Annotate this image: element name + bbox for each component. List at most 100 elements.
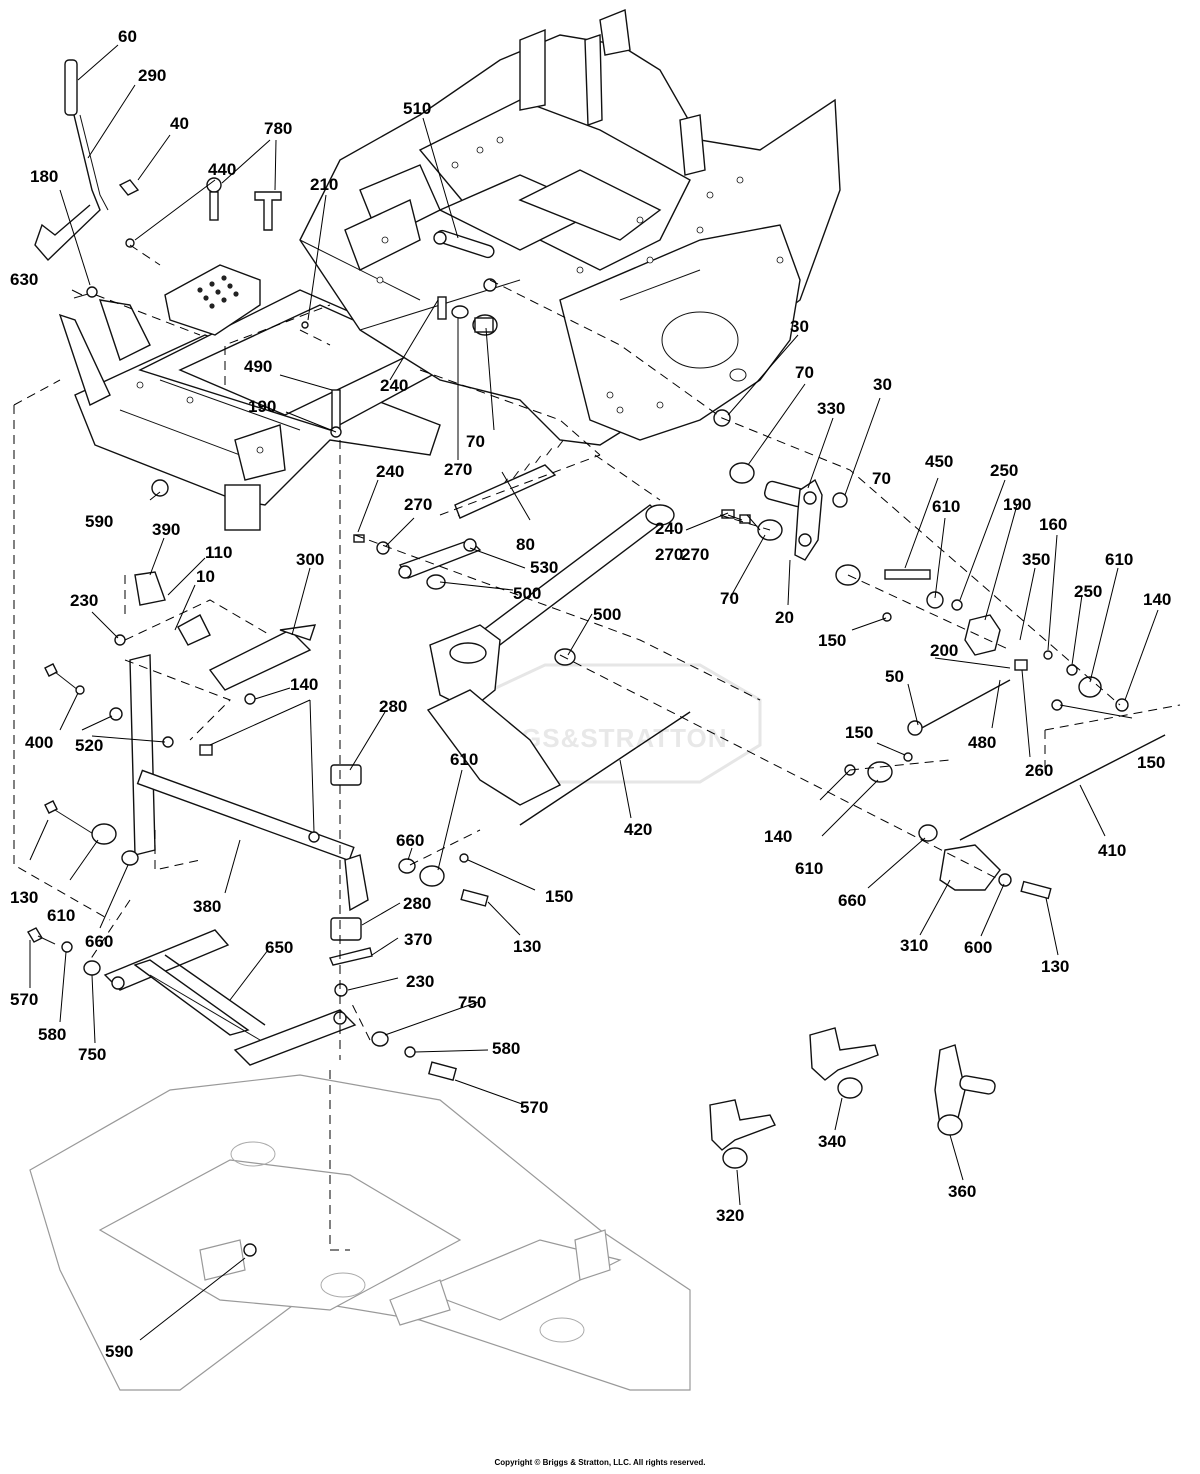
callout-280-b: 280 bbox=[403, 894, 431, 913]
callout-650: 650 bbox=[265, 938, 293, 957]
callout-30-b: 30 bbox=[873, 375, 892, 394]
callout-leaders bbox=[29, 44, 1159, 1341]
callout-490: 490 bbox=[244, 357, 272, 376]
callout-580-b: 580 bbox=[492, 1039, 520, 1058]
callout-70-b: 70 bbox=[795, 363, 814, 382]
callout-320: 320 bbox=[716, 1206, 744, 1225]
upper-fasteners bbox=[73, 177, 342, 497]
callout-130-c: 130 bbox=[513, 937, 541, 956]
callout-420: 420 bbox=[624, 820, 652, 839]
callout-210: 210 bbox=[310, 175, 338, 194]
callout-150-c: 150 bbox=[1137, 753, 1165, 772]
callout-150-b: 150 bbox=[845, 723, 873, 742]
callout-400: 400 bbox=[25, 733, 53, 752]
callout-20: 20 bbox=[775, 608, 794, 627]
callout-280: 280 bbox=[379, 697, 407, 716]
callout-260: 260 bbox=[1025, 761, 1053, 780]
spare-brackets bbox=[709, 1027, 996, 1169]
callout-610-c: 610 bbox=[450, 750, 478, 769]
callout-230: 230 bbox=[70, 591, 98, 610]
callout-570-b: 570 bbox=[520, 1098, 548, 1117]
pedal-bracket bbox=[164, 264, 261, 336]
callout-500: 500 bbox=[513, 584, 541, 603]
callout-370: 370 bbox=[404, 930, 432, 949]
callout-510: 510 bbox=[403, 99, 431, 118]
callout-600: 600 bbox=[964, 938, 992, 957]
callout-330: 330 bbox=[817, 399, 845, 418]
callout-140-c: 140 bbox=[764, 827, 792, 846]
callout-labels: 60 290 40 780 440 180 210 510 630 30 490… bbox=[10, 27, 1171, 1361]
callout-10: 10 bbox=[196, 567, 215, 586]
callout-70: 70 bbox=[466, 432, 485, 451]
callout-610-d: 610 bbox=[795, 859, 823, 878]
callout-270-c: 270 bbox=[681, 545, 709, 564]
callout-190: 190 bbox=[248, 397, 276, 416]
callout-60: 60 bbox=[118, 27, 137, 46]
callout-410: 410 bbox=[1098, 841, 1126, 860]
upper-linkage bbox=[433, 229, 498, 336]
callout-270: 270 bbox=[444, 460, 472, 479]
callout-200: 200 bbox=[930, 641, 958, 660]
callout-250: 250 bbox=[990, 461, 1018, 480]
callout-610-e: 610 bbox=[47, 906, 75, 925]
callout-190-b: 190 bbox=[1003, 495, 1031, 514]
callout-360: 360 bbox=[948, 1182, 976, 1201]
callout-630: 630 bbox=[10, 270, 38, 289]
callout-350: 350 bbox=[1022, 550, 1050, 569]
callout-40: 40 bbox=[170, 114, 189, 133]
center-clips bbox=[329, 764, 373, 997]
callout-450: 450 bbox=[925, 452, 953, 471]
callout-50: 50 bbox=[885, 667, 904, 686]
callout-300: 300 bbox=[296, 550, 324, 569]
callout-140-b: 140 bbox=[290, 675, 318, 694]
callout-660-c: 660 bbox=[838, 891, 866, 910]
callout-340: 340 bbox=[818, 1132, 846, 1151]
callout-180: 180 bbox=[30, 167, 58, 186]
callout-480: 480 bbox=[968, 733, 996, 752]
callout-500-b: 500 bbox=[593, 605, 621, 624]
right-linkage bbox=[713, 409, 1129, 736]
callout-160: 160 bbox=[1039, 515, 1067, 534]
callout-610-b: 610 bbox=[1105, 550, 1133, 569]
callout-520: 520 bbox=[75, 736, 103, 755]
callout-130: 130 bbox=[10, 888, 38, 907]
copyright-notice: Copyright © Briggs & Stratton, LLC. All … bbox=[494, 1458, 706, 1467]
callout-140: 140 bbox=[1143, 590, 1171, 609]
callout-580: 580 bbox=[38, 1025, 66, 1044]
callout-80: 80 bbox=[516, 535, 535, 554]
callout-750: 750 bbox=[78, 1045, 106, 1064]
callout-250-b: 250 bbox=[1074, 582, 1102, 601]
tractor-frame bbox=[58, 9, 841, 531]
callout-590-b: 590 bbox=[105, 1342, 133, 1361]
callout-290: 290 bbox=[138, 66, 166, 85]
rod-420 bbox=[398, 711, 691, 907]
callout-70-d: 70 bbox=[720, 589, 739, 608]
callout-270-b: 270 bbox=[404, 495, 432, 514]
callout-440: 440 bbox=[208, 160, 236, 179]
callout-380: 380 bbox=[193, 897, 221, 916]
callout-240-c: 240 bbox=[655, 519, 683, 538]
callout-30: 30 bbox=[790, 317, 809, 336]
callout-530: 530 bbox=[530, 558, 558, 577]
mower-deck bbox=[29, 1074, 691, 1391]
control-arm bbox=[426, 504, 675, 806]
right-lower-bracket bbox=[844, 752, 1052, 900]
callout-310: 310 bbox=[900, 936, 928, 955]
callout-590: 590 bbox=[85, 512, 113, 531]
callout-110: 110 bbox=[205, 543, 232, 562]
callout-240: 240 bbox=[380, 376, 408, 395]
callout-570: 570 bbox=[10, 990, 38, 1009]
rod-410 bbox=[959, 734, 1166, 841]
callout-70-c: 70 bbox=[872, 469, 891, 488]
callout-390: 390 bbox=[152, 520, 180, 539]
lift-handle bbox=[34, 59, 140, 262]
callout-660: 660 bbox=[396, 831, 424, 850]
callout-750-b: 750 bbox=[458, 993, 486, 1012]
callout-150-d: 150 bbox=[545, 887, 573, 906]
callout-240-b: 240 bbox=[376, 462, 404, 481]
callout-660-b: 660 bbox=[85, 932, 113, 951]
spring-assembly bbox=[353, 440, 735, 666]
callout-150: 150 bbox=[818, 631, 846, 650]
callout-610: 610 bbox=[932, 497, 960, 516]
